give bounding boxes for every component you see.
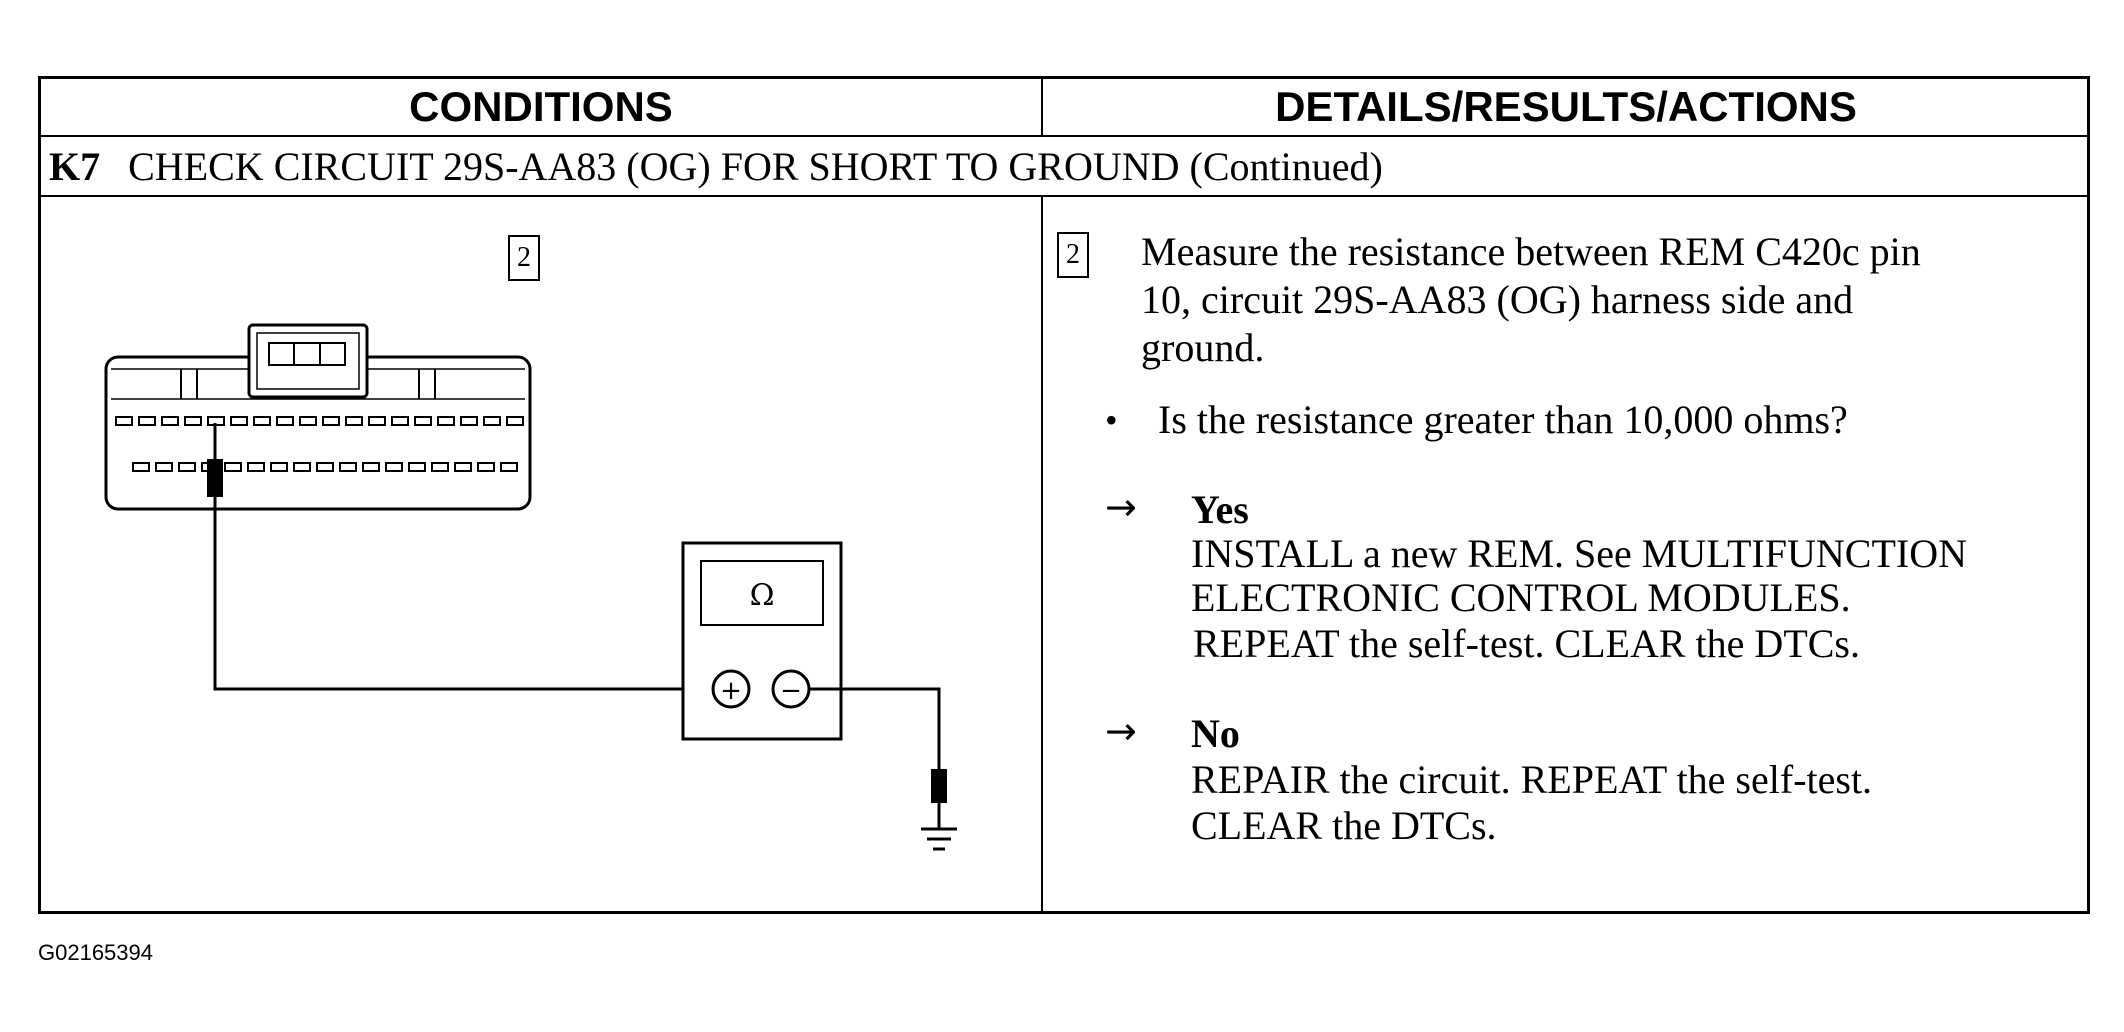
connector-latch bbox=[247, 323, 369, 399]
details-cell: 2 Measure the resistance between REM C42… bbox=[1043, 197, 2089, 911]
no-action-line: CLEAR the DTCs. bbox=[1191, 803, 1497, 848]
instruction-line: 10, circuit 29S-AA83 (OG) harness side a… bbox=[1141, 277, 1854, 322]
connector-pin-row-bottom bbox=[132, 462, 518, 472]
ohm-symbol: Ω bbox=[750, 578, 775, 613]
minus-sign: − bbox=[780, 676, 802, 706]
ohmmeter-display bbox=[700, 560, 824, 626]
diagnostic-table: CONDITIONS DETAILS/RESULTS/ACTIONS K7 CH… bbox=[38, 76, 2090, 914]
negative-test-lead bbox=[809, 687, 941, 769]
connector-meter-diagram: Ω + − bbox=[104, 323, 957, 851]
positive-terminal bbox=[711, 669, 751, 709]
bullet-icon: • bbox=[1105, 400, 1118, 440]
step-number-box: 2 bbox=[508, 235, 540, 281]
step-number-box: 2 bbox=[1057, 232, 1089, 278]
table-header-row: CONDITIONS DETAILS/RESULTS/ACTIONS bbox=[41, 79, 2087, 137]
positive-test-lead bbox=[213, 497, 705, 691]
connector-pin-row-top bbox=[115, 416, 524, 426]
yes-label: Yes bbox=[1191, 487, 1249, 532]
conditions-cell: 2 bbox=[41, 197, 1043, 911]
conditions-header: CONDITIONS bbox=[41, 79, 1043, 135]
yes-action-line: INSTALL a new REM. See MULTIFUNCTION bbox=[1191, 531, 1967, 576]
instruction-line: Measure the resistance between REM C420c… bbox=[1141, 229, 1921, 274]
figure-id: G02165394 bbox=[38, 940, 153, 965]
ground-icon bbox=[921, 827, 957, 851]
instruction-line: ground. bbox=[1141, 325, 1265, 370]
plus-sign: + bbox=[720, 676, 742, 706]
ohmmeter-body bbox=[681, 541, 843, 741]
step-title: CHECK CIRCUIT 29S-AA83 (OG) FOR SHORT TO… bbox=[128, 143, 1383, 189]
arrow-right-icon: → bbox=[1105, 709, 1137, 753]
step-id: K7 bbox=[49, 143, 101, 189]
details-header: DETAILS/RESULTS/ACTIONS bbox=[1275, 83, 1857, 130]
no-label: No bbox=[1191, 711, 1240, 756]
yes-action-line: ELECTRONIC CONTROL MODULES. bbox=[1191, 575, 1851, 620]
ground-test-probe bbox=[931, 769, 947, 803]
arrow-right-icon: → bbox=[1105, 485, 1137, 529]
no-action-line: REPAIR the circuit. REPEAT the self-test… bbox=[1191, 757, 1873, 802]
yes-action-line: REPEAT the self-test. CLEAR the DTCs. bbox=[1193, 621, 1860, 666]
connector-test-probe bbox=[207, 459, 223, 497]
question-text: Is the resistance greater than 10,000 oh… bbox=[1158, 397, 1848, 442]
step-title-row: K7 CHECK CIRCUIT 29S-AA83 (OG) FOR SHORT… bbox=[41, 137, 2087, 197]
